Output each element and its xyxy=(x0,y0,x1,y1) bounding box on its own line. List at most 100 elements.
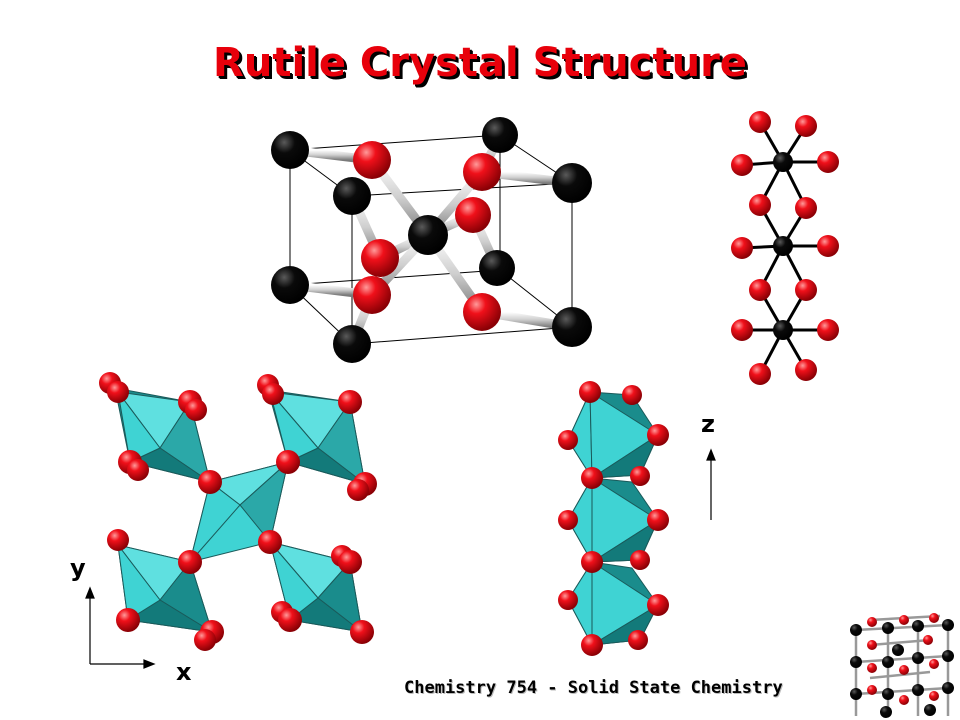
ti-atom xyxy=(482,117,518,153)
ti-atom-center xyxy=(408,215,448,255)
o-atom xyxy=(817,319,839,341)
corner-lattice xyxy=(850,613,954,718)
o-atom xyxy=(731,237,753,259)
o-atom xyxy=(107,381,129,403)
o-atom xyxy=(361,239,399,277)
o-atom xyxy=(347,479,369,501)
o-atom xyxy=(628,630,648,650)
z-axis xyxy=(706,448,716,520)
o-atom xyxy=(795,115,817,137)
xy-axes xyxy=(85,586,156,669)
ti-atom xyxy=(924,704,936,716)
unit-cell xyxy=(271,117,592,363)
o-atom xyxy=(817,151,839,173)
ti-atom xyxy=(942,650,954,662)
chain-ball-stick xyxy=(731,111,839,385)
ti-atom xyxy=(882,688,894,700)
o-atom xyxy=(749,363,771,385)
o-atom xyxy=(353,141,391,179)
o-atom xyxy=(278,608,302,632)
o-atom xyxy=(749,279,771,301)
ti-atom xyxy=(912,684,924,696)
o-atom xyxy=(899,615,909,625)
o-atom xyxy=(107,529,129,551)
o-atom xyxy=(338,390,362,414)
o-atom xyxy=(795,197,817,219)
o-atom xyxy=(194,629,216,651)
o-atom xyxy=(630,466,650,486)
o-atom xyxy=(185,399,207,421)
o-atom xyxy=(622,385,642,405)
o-atom xyxy=(558,510,578,530)
ti-atom xyxy=(773,320,793,340)
o-atom xyxy=(350,620,374,644)
o-atom xyxy=(647,424,669,446)
o-atom xyxy=(455,197,491,233)
ti-atom xyxy=(942,619,954,631)
polyhedra-z-oxygen xyxy=(558,381,669,656)
o-atom xyxy=(581,467,603,489)
ti-atom xyxy=(850,624,862,636)
o-atom xyxy=(353,276,391,314)
ti-atom xyxy=(942,682,954,694)
ti-atom xyxy=(773,236,793,256)
o-atom xyxy=(867,663,877,673)
o-atom xyxy=(258,530,282,554)
o-atom xyxy=(463,153,501,191)
o-atom xyxy=(579,381,601,403)
o-atom xyxy=(899,695,909,705)
o-atom xyxy=(795,279,817,301)
o-atom xyxy=(647,594,669,616)
ti-atom xyxy=(850,688,862,700)
ti-atom xyxy=(773,152,793,172)
ti-atom xyxy=(552,307,592,347)
o-atom xyxy=(923,635,933,645)
ti-atom xyxy=(912,652,924,664)
oxygen-atoms xyxy=(353,141,501,331)
o-atom xyxy=(731,319,753,341)
o-atom xyxy=(929,691,939,701)
o-atom xyxy=(558,430,578,450)
o-atom xyxy=(198,470,222,494)
chain-titanium xyxy=(773,152,793,340)
o-atom xyxy=(749,194,771,216)
o-atom xyxy=(581,634,603,656)
o-atom xyxy=(338,550,362,574)
o-atom xyxy=(867,685,877,695)
o-atom xyxy=(581,551,603,573)
ti-atom xyxy=(892,644,904,656)
o-atom xyxy=(867,640,877,650)
ti-atom xyxy=(479,250,515,286)
octahedron xyxy=(114,387,211,483)
o-atom xyxy=(178,550,202,574)
corner-lattice-atoms xyxy=(850,613,954,718)
ti-atom xyxy=(880,706,892,718)
o-atom xyxy=(116,608,140,632)
x-axis-label: x xyxy=(176,658,192,686)
o-atom xyxy=(929,659,939,669)
ti-atom xyxy=(882,622,894,634)
y-axis-label: y xyxy=(70,554,86,582)
o-atom xyxy=(899,665,909,675)
ti-atom xyxy=(850,656,862,668)
ti-atom xyxy=(912,620,924,632)
ti-atom xyxy=(333,177,371,215)
slide-title: Rutile Crystal Structure xyxy=(213,40,747,86)
chain-oxygen xyxy=(731,111,839,385)
o-atom xyxy=(817,235,839,257)
o-atom xyxy=(558,590,578,610)
o-atom xyxy=(262,383,284,405)
o-atom xyxy=(867,617,877,627)
footer-course-title: Chemistry 754 - Solid State Chemistry xyxy=(404,678,783,698)
o-atom xyxy=(127,459,149,481)
ti-atom xyxy=(552,163,592,203)
ti-atom xyxy=(333,325,371,363)
ti-atom xyxy=(271,266,309,304)
polyhedra-z-chain xyxy=(567,391,659,646)
ti-atom xyxy=(271,131,309,169)
o-atom xyxy=(463,293,501,331)
polyhedra-xy-view xyxy=(114,387,366,633)
o-atom xyxy=(749,111,771,133)
o-atom xyxy=(630,550,650,570)
